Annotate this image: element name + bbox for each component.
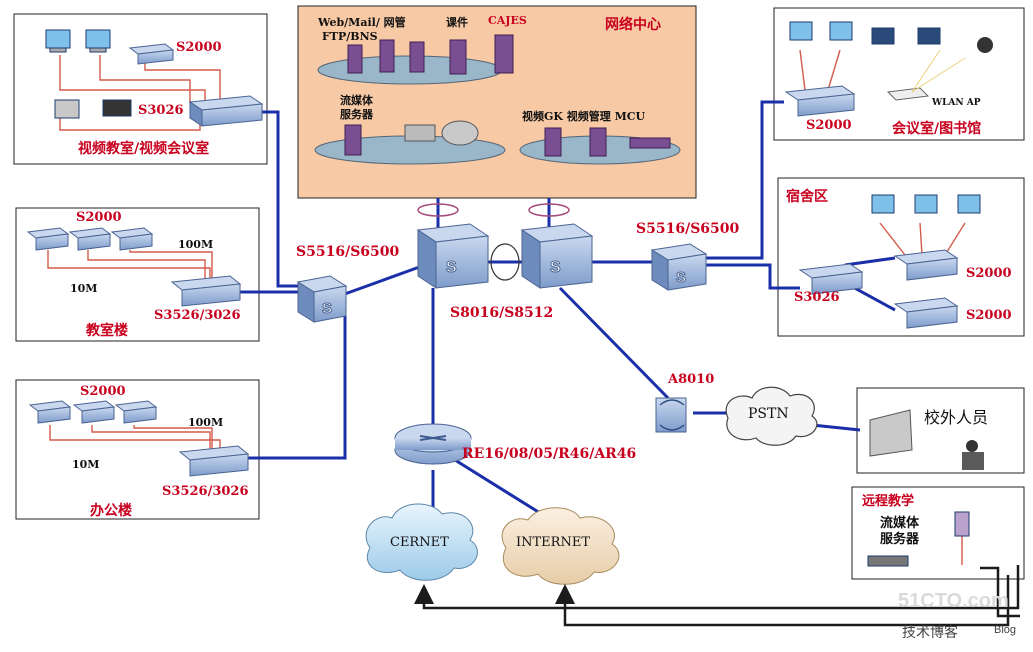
switch-core-left: S bbox=[416, 223, 490, 289]
switch-dorm-s2000-b bbox=[893, 297, 959, 329]
internet-cloud bbox=[501, 507, 620, 585]
access-server-label: A8010 bbox=[668, 372, 715, 387]
pstn-label: PSTN bbox=[748, 406, 789, 422]
lan-links bbox=[47, 49, 966, 565]
server-label-courseware: 课件 bbox=[446, 16, 468, 29]
core-uplink-ring-left bbox=[417, 203, 459, 217]
teaching-100m-label: 100M bbox=[178, 238, 214, 251]
office-10m-label: 10M bbox=[72, 458, 100, 471]
svg-text:S: S bbox=[550, 259, 561, 276]
watermark-blog: Blog bbox=[994, 624, 1017, 636]
user-person-icon bbox=[962, 440, 984, 470]
satellite-dish-icon bbox=[404, 120, 479, 146]
remote-media-label-2: 服务器 bbox=[880, 532, 920, 547]
access-server-icon bbox=[655, 397, 687, 433]
video-room-caption: 视频教室/视频会议室 bbox=[78, 141, 210, 157]
teaching-10m-label: 10M bbox=[70, 282, 98, 295]
link-lines bbox=[236, 100, 896, 520]
internet-label: INTERNET bbox=[516, 535, 590, 550]
svg-text:S: S bbox=[446, 259, 457, 276]
office-s2000-label: S2000 bbox=[80, 384, 126, 399]
left-aggregation-label: S5516/S6500 bbox=[296, 244, 400, 260]
switch-video-room-s2000 bbox=[128, 43, 175, 65]
wlan-ap-label: WLAN AP bbox=[932, 98, 981, 108]
switch-teaching-s3526 bbox=[170, 275, 242, 307]
switch-video-room bbox=[188, 95, 264, 127]
svg-text:S: S bbox=[322, 300, 332, 317]
office-switch-label: S3526/3026 bbox=[162, 484, 249, 499]
core-uplink-ring-right bbox=[528, 203, 570, 217]
server-label-web: Web/Mail/ 网管 bbox=[318, 16, 406, 29]
core-link-ring bbox=[490, 243, 520, 281]
switch-meeting-s2000 bbox=[784, 85, 856, 117]
wireless-ap-icon bbox=[886, 37, 993, 101]
building-icon bbox=[869, 409, 913, 457]
office-100m-label: 100M bbox=[188, 416, 224, 429]
router-label: RE16/08/05/R46/AR46 bbox=[462, 446, 637, 462]
server-label-ftp: FTP/BNS bbox=[322, 30, 378, 43]
watermark-site: 51CTO.com bbox=[898, 590, 1009, 612]
dorm-s2000-a-label: S2000 bbox=[966, 266, 1012, 281]
meeting-caption: 会议室/图书馆 bbox=[892, 121, 982, 137]
teaching-caption: 教室楼 bbox=[86, 323, 128, 339]
video-room-s2000-label: S2000 bbox=[176, 40, 222, 55]
server-label-cajes: CAJES bbox=[488, 14, 527, 27]
pc-icons bbox=[45, 21, 981, 567]
dorm-s3026-label: S3026 bbox=[794, 290, 840, 305]
core-switch-label: S8016/S8512 bbox=[450, 305, 554, 321]
switch-office-s3526 bbox=[178, 445, 250, 477]
network-center-title: 网络中心 bbox=[605, 17, 661, 33]
switches-office-s2000 bbox=[28, 400, 158, 424]
switch-core-right: S bbox=[520, 223, 594, 289]
pstn-cloud bbox=[725, 386, 818, 446]
remote-teaching-title: 远程教学 bbox=[862, 494, 915, 509]
teaching-s2000-label: S2000 bbox=[76, 210, 122, 225]
watermark-sub: 技术博客 bbox=[902, 625, 958, 641]
switch-dorm-s3026 bbox=[798, 263, 864, 295]
video-room-s3026-label: S3026 bbox=[138, 103, 184, 118]
dorm-s2000-b-label: S2000 bbox=[966, 308, 1012, 323]
teaching-switch-label: S3526/3026 bbox=[154, 308, 241, 323]
switch-right-aggregation: S bbox=[650, 243, 708, 291]
router-icon bbox=[394, 423, 472, 465]
remote-return-arrows bbox=[414, 565, 1020, 627]
remote-media-label-1: 流媒体 bbox=[880, 516, 920, 531]
office-caption: 办公楼 bbox=[90, 503, 132, 519]
cernet-cloud bbox=[365, 503, 478, 581]
svg-text:S: S bbox=[676, 269, 686, 286]
video-servers-label: 视频GK 视频管理 MCU bbox=[522, 110, 646, 123]
media-server-label-1: 流媒体 bbox=[340, 94, 373, 107]
meeting-s2000-label: S2000 bbox=[806, 118, 852, 133]
switch-dorm-s2000-a bbox=[893, 249, 959, 281]
meeting-library-box bbox=[773, 7, 1025, 141]
right-aggregation-label: S5516/S6500 bbox=[636, 221, 740, 237]
server-icons bbox=[344, 34, 671, 157]
switch-left-aggregation: S bbox=[296, 275, 348, 323]
switches-teaching-s2000 bbox=[26, 227, 154, 251]
outside-users-label: 校外人员 bbox=[924, 408, 989, 427]
cernet-label: CERNET bbox=[390, 535, 449, 550]
media-server-label-2: 服务器 bbox=[340, 108, 373, 121]
dorm-caption: 宿舍区 bbox=[786, 189, 828, 205]
